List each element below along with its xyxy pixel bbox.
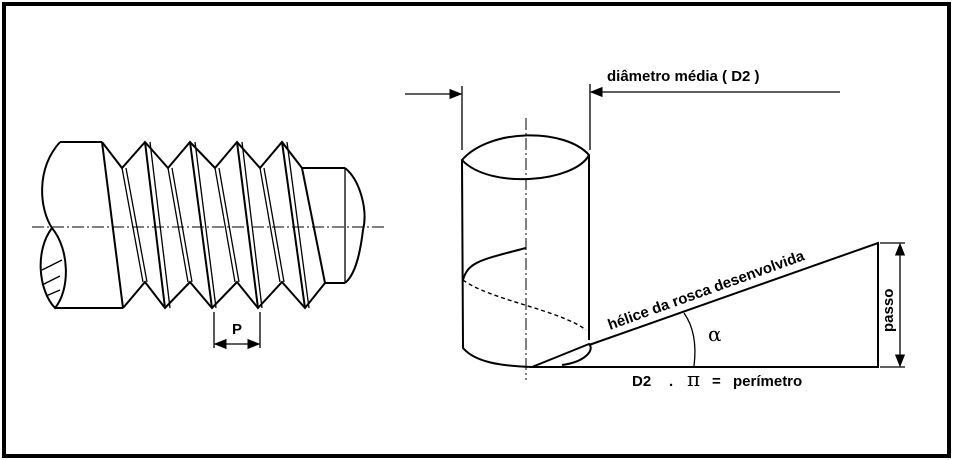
- lead-label: passo: [880, 289, 897, 332]
- pitch-label: P: [232, 321, 242, 338]
- perimeter-lhs: D2: [632, 373, 651, 390]
- helix-label: hélice da rosca desenvolvida: [606, 247, 808, 334]
- perimeter-dot: .: [669, 373, 673, 390]
- screw-break-section: [39, 227, 67, 310]
- section-hatch: [41, 259, 63, 297]
- perimeter-rhs: perímetro: [733, 373, 802, 390]
- helix-drawing: diâmetro média ( D2 ) hélice da rosca de…: [405, 68, 906, 391]
- screw-drawing: P: [32, 140, 385, 350]
- screw-head-edges: [55, 141, 123, 309]
- angle-symbol: α: [708, 322, 722, 346]
- cylinder-body: [461, 155, 590, 368]
- development-triangle: [532, 241, 879, 368]
- perimeter-equals: =: [712, 373, 721, 390]
- mean-diameter-label: diâmetro média ( D2 ): [607, 68, 760, 85]
- thread-bottom-profile: [122, 280, 345, 310]
- perimeter-pi: π: [687, 367, 700, 391]
- helix-front: [462, 247, 527, 281]
- helix-hidden: [462, 279, 587, 331]
- thread-top-profile: [101, 140, 345, 170]
- helix-base: [531, 342, 592, 368]
- screw-break-top: [41, 141, 61, 229]
- angle-arc: [683, 312, 696, 367]
- screw-end-cap: [344, 167, 366, 284]
